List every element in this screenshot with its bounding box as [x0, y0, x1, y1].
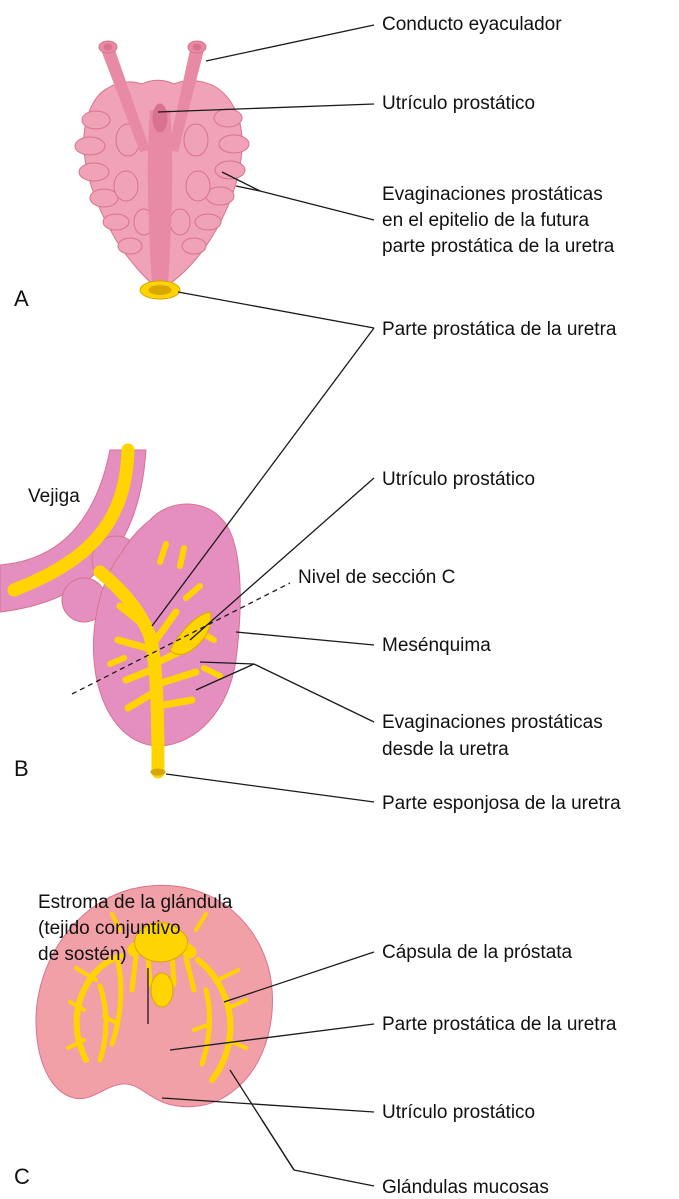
label-capsula: Cápsula de la próstata: [382, 942, 573, 963]
label-evaginaciones-a-3: parte prostática de la uretra: [382, 236, 615, 257]
label-vejiga: Vejiga: [28, 486, 80, 507]
utricle-a: [153, 104, 167, 132]
label-conducto-eyaculador: Conducto eyaculador: [382, 14, 562, 35]
panel-a-illustration: [75, 41, 249, 299]
label-parte-prostatica-c: Parte prostática de la uretra: [382, 1014, 617, 1035]
label-evaginaciones-b-2: desde la uretra: [382, 739, 509, 760]
panel-letter-b: B: [14, 756, 29, 781]
label-nivel-seccion: Nivel de sección C: [298, 567, 455, 588]
label-estroma-1: Estroma de la glándula: [38, 892, 233, 913]
label-utriculo-a: Utrículo prostático: [382, 93, 535, 114]
label-mesenquima: Mesénquima: [382, 635, 491, 656]
label-utriculo-c: Utrículo prostático: [382, 1102, 535, 1123]
utricle-c: [151, 973, 173, 1007]
label-estroma-2: (tejido conjuntivo: [38, 918, 181, 939]
panel-letter-c: C: [14, 1164, 30, 1189]
label-evaginaciones-b-1: Evaginaciones prostáticas: [382, 712, 603, 733]
label-evaginaciones-a-2: en el epitelio de la futura: [382, 210, 589, 231]
label-parte-esponjosa: Parte esponjosa de la uretra: [382, 793, 621, 814]
label-utriculo-b: Utrículo prostático: [382, 469, 535, 490]
label-parte-prostatica-a: Parte prostática de la uretra: [382, 319, 617, 340]
label-estroma-3: de sostén): [38, 944, 127, 965]
label-glandulas: Glándulas mucosas: [382, 1177, 549, 1198]
panel-letter-a: A: [14, 286, 29, 311]
urethral-crest-a: [148, 110, 172, 284]
label-evaginaciones-a-1: Evaginaciones prostáticas: [382, 184, 603, 205]
